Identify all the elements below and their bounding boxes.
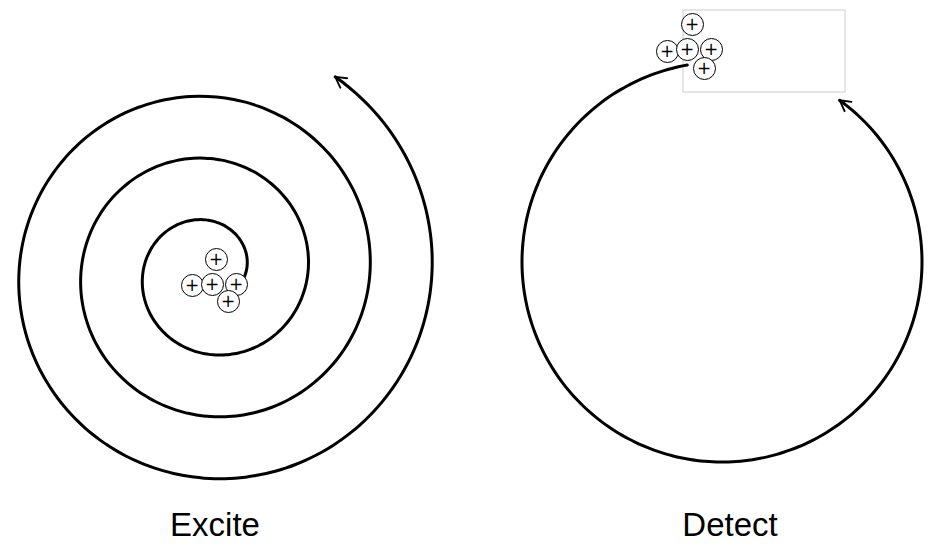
charge-sign: +	[209, 251, 223, 268]
orbit-path	[522, 65, 922, 462]
charge-sign: +	[221, 293, 235, 310]
spiral-path	[19, 77, 432, 479]
charge-sign: +	[697, 60, 711, 77]
ion-circle: +	[201, 273, 224, 296]
ion-circle: +	[681, 13, 704, 36]
charge-sign: +	[680, 41, 694, 58]
ion-circle: +	[693, 57, 716, 80]
charge-sign: +	[205, 276, 219, 293]
charge-sign: +	[704, 41, 718, 58]
stage-label: Detect	[682, 506, 777, 544]
charge-sign: +	[660, 43, 674, 60]
ion-circle: +	[656, 40, 679, 63]
ion-circle: +	[676, 38, 699, 61]
detector-plate	[683, 10, 845, 92]
ion-circle: +	[205, 248, 228, 271]
charge-sign: +	[185, 277, 199, 294]
charge-sign: +	[685, 16, 699, 33]
stage-label: Excite	[170, 506, 260, 544]
